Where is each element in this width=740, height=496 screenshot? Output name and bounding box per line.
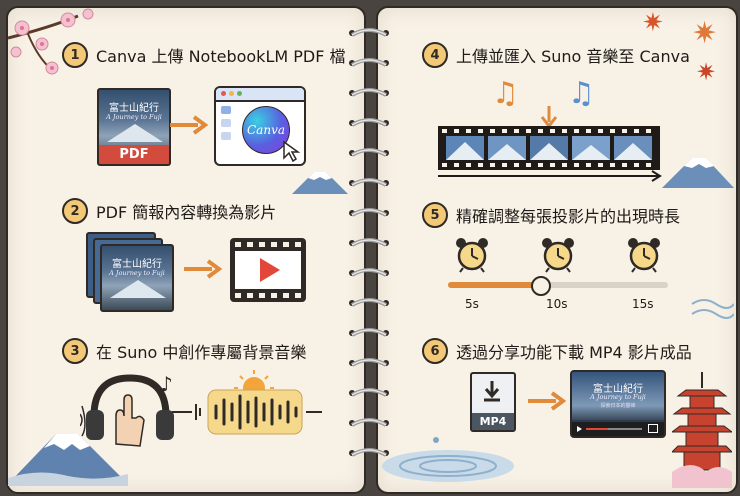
spiral-ring [349,418,389,427]
video-caption: 探索日本的靈峰 [600,403,636,409]
pdf-label: PDF [99,145,169,164]
spiral-ring [349,178,389,187]
download-icon [484,381,500,402]
arrow-right-icon [184,259,222,279]
step-title: 上傳並匯入 Suno 音樂至 Canva [456,47,690,66]
slide-stack-front: 富士山紀行 A Journey to Fuji [100,244,174,312]
step-number-badge: 5 [422,202,448,228]
video-title: 富士山紀行 [593,384,643,395]
mount-fuji-icon [8,434,128,486]
spiral-ring [349,208,389,217]
spiral-ring [349,388,389,397]
spiral-ring [349,238,389,247]
maple-leaf-icon: ✷ [696,58,717,86]
timeline-label: 5s [465,297,479,311]
step-number-badge: 4 [422,42,448,68]
step-number-badge: 6 [422,338,448,364]
spiral-ring [349,448,389,457]
canva-window-icon: Canva [214,86,306,166]
spiral-ring [349,268,389,277]
video-player-icon [230,238,306,302]
timeline-label: 10s [546,297,568,311]
final-video-preview: 富士山紀行 A Journey to Fuji 探索日本的靈峰 [570,370,666,438]
fullscreen-icon[interactable] [648,424,658,433]
spiral-ring [349,298,389,307]
alarm-clock-icon [628,238,660,273]
music-note-icon: ♫ [568,76,595,111]
step-3-heading: 3 在 Suno 中創作專屬背景音樂 [62,338,306,364]
spiral-ring [349,328,389,337]
step-title: 精確調整每張投影片的出現時長 [456,207,681,226]
spiral-ring [349,28,389,37]
step-5-heading: 5 精確調整每張投影片的出現時長 [422,202,680,228]
video-subtitle: A Journey to Fuji [590,393,646,401]
step-6-heading: 6 透過分享功能下載 MP4 影片成品 [422,338,692,364]
mount-fuji-icon [662,158,734,188]
pdf-file-icon: 富士山紀行 A Journey to Fuji PDF [97,88,171,166]
mount-fuji-icon [292,172,348,194]
film-strip-icon [438,126,662,182]
water-ripple-icon [382,437,514,482]
poster-title: 富士山紀行 [109,103,159,114]
audio-waveform-icon [172,370,322,435]
step-number-badge: 2 [62,198,88,224]
poster-subtitle: A Journey to Fuji [109,269,165,277]
step-title: 在 Suno 中創作專屬背景音樂 [96,343,307,362]
arrow-right-icon [528,391,566,411]
cursor-icon [283,140,301,163]
spiral-ring [349,88,389,97]
timeline-label: 15s [632,297,654,311]
step-2-heading: 2 PDF 簡報內容轉換為影片 [62,198,276,224]
step-title: PDF 簡報內容轉換為影片 [96,203,277,222]
poster-title: 富士山紀行 [112,259,162,270]
timeline-track [448,282,668,288]
spiral-ring [349,58,389,67]
mp4-file-icon: MP4 [470,372,516,432]
step-1-heading: 1 Canva 上傳 NotebookLM PDF 檔 [62,42,346,68]
music-note-icon: ♪ [160,372,173,396]
alarm-clock-icon [542,238,574,273]
maple-leaf-icon: ✷ [692,16,718,51]
water-ripple-icon [691,299,734,319]
play-icon[interactable] [577,426,582,432]
spiral-ring [349,118,389,127]
canva-logo: Canva [242,106,290,154]
poster-subtitle: A Journey to Fuji [106,113,162,121]
timeline-handle[interactable] [531,276,552,296]
step-number-badge: 3 [62,338,88,364]
alarm-clock-icon [456,238,488,273]
maple-leaf-icon: ✷ [642,8,664,38]
step-number-badge: 1 [62,42,88,68]
cherry-blossom-branch-icon [8,8,94,75]
mp4-label: MP4 [472,413,514,430]
pagoda-icon [672,372,732,488]
arrow-right-icon [170,115,208,135]
spiral-ring [349,148,389,157]
step-title: Canva 上傳 NotebookLM PDF 檔 [96,47,346,66]
spiral-ring [349,358,389,367]
music-note-icon: ♫ [492,76,519,111]
step-4-heading: 4 上傳並匯入 Suno 音樂至 Canva [422,42,690,68]
timeline-progress [448,282,541,288]
step-title: 透過分享功能下載 MP4 影片成品 [456,343,692,362]
headphones-icon [80,374,174,447]
